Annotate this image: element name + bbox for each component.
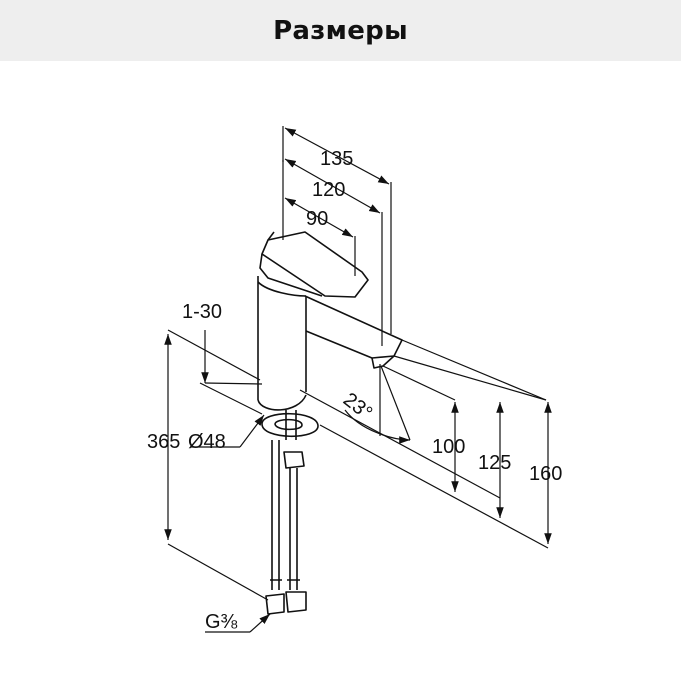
dim-label-120: 120: [312, 179, 345, 201]
dim-label-125: 125: [478, 452, 511, 474]
dim-label-angle: 23°: [339, 389, 376, 425]
dim-label-160: 160: [529, 463, 562, 485]
dim-label-deck-thickness: 1-30: [182, 301, 222, 323]
dim-label-thread: G⅜: [205, 611, 238, 633]
dim-label-100: 100: [432, 436, 465, 458]
header-bar: Размеры: [0, 0, 681, 61]
dim-label-90: 90: [306, 208, 328, 230]
dim-label-diameter: Ø48: [188, 431, 226, 453]
page-title: Размеры: [273, 15, 408, 46]
faucet-outline: [257, 231, 403, 615]
dim-label-365: 365: [147, 431, 180, 453]
dim-label-135: 135: [320, 148, 353, 170]
